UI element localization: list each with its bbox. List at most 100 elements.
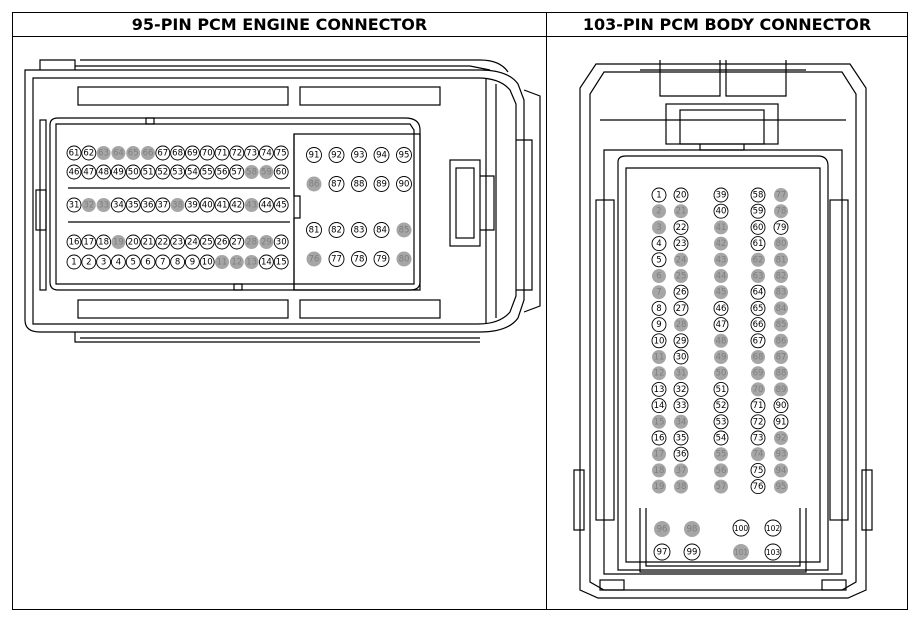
pin-55-marker	[714, 447, 728, 462]
pin-94: 94	[774, 463, 788, 478]
pin-66: 66	[141, 146, 155, 160]
pin-45-label: 45	[276, 201, 287, 211]
pin-26-label: 26	[217, 238, 228, 248]
pin-41-marker	[214, 197, 230, 213]
pin-91-label: 91	[776, 417, 787, 427]
pin-69-marker	[751, 366, 765, 381]
pin-32-label: 32	[83, 201, 94, 211]
pin-6-marker	[140, 254, 156, 270]
pin-60: 60	[750, 219, 766, 235]
pin-51-label: 51	[716, 385, 727, 395]
pin-7-marker	[155, 254, 171, 270]
pin-59-marker	[259, 165, 274, 179]
pin-41-marker	[714, 220, 728, 235]
pin-101: 101	[733, 544, 749, 560]
pin-18: 18	[96, 234, 112, 250]
pin-89-label: 89	[776, 385, 787, 395]
pin-8-label: 8	[175, 258, 180, 268]
pin-41: 41	[714, 220, 728, 235]
pin-98-label: 98	[687, 525, 698, 535]
pin-47: 47	[81, 164, 97, 180]
pin-67-label: 67	[157, 149, 168, 159]
pin-89-label: 89	[376, 180, 387, 190]
pin-65-label: 65	[128, 149, 139, 159]
pin-71-marker	[214, 145, 230, 161]
pin-84: 84	[774, 301, 788, 316]
pin-6-marker	[652, 269, 666, 283]
pin-27-label: 27	[231, 238, 242, 248]
pin-2-marker	[652, 204, 666, 219]
pin-46-label: 46	[69, 168, 80, 178]
pin-85-label: 85	[399, 226, 410, 236]
pin-67: 67	[155, 145, 171, 161]
pin-91-marker	[773, 414, 789, 430]
pin-37-label: 37	[157, 201, 168, 211]
pin-55: 55	[199, 164, 215, 180]
pin-96-label: 96	[657, 525, 668, 535]
pin-80: 80	[774, 236, 788, 251]
pin-92-label: 92	[776, 434, 787, 444]
pin-56-label: 56	[217, 168, 228, 178]
pin-52-label: 52	[716, 401, 727, 411]
pin-84-label: 84	[376, 226, 387, 236]
pin-99: 99	[683, 543, 701, 561]
pin-52: 52	[155, 164, 171, 180]
pin-85-marker	[396, 222, 412, 238]
pin-19-marker	[111, 235, 126, 249]
pin-16-marker	[66, 234, 82, 250]
pin-69-label: 69	[187, 149, 198, 159]
pin-38: 38	[170, 198, 185, 212]
pin-43-marker	[714, 252, 728, 267]
pin-83-label: 83	[354, 226, 365, 236]
pin-63: 63	[751, 269, 765, 283]
pin-21: 21	[140, 234, 156, 250]
pin-50-marker	[714, 366, 728, 381]
pin-31-label: 31	[69, 201, 80, 211]
pin-26-label: 26	[676, 288, 687, 298]
pin-33-label: 33	[676, 401, 687, 411]
pin-73-marker	[750, 430, 766, 446]
pin-47-label: 47	[83, 168, 94, 178]
pin-42-marker	[714, 236, 728, 251]
pin-7-marker	[652, 285, 666, 300]
pin-40-marker	[713, 203, 729, 219]
pin-71-label: 71	[753, 401, 764, 411]
pin-30: 30	[673, 349, 689, 365]
pin-21: 21	[674, 204, 688, 219]
pin-86-marker	[306, 176, 322, 192]
pin-95-marker	[396, 147, 412, 163]
pin-82: 82	[774, 269, 788, 283]
pin-33: 33	[96, 198, 111, 212]
pin-57: 57	[714, 479, 728, 494]
pin-99-label: 99	[687, 548, 698, 558]
pin-83: 83	[774, 285, 788, 300]
pin-45: 45	[273, 197, 289, 213]
pin-79-label: 79	[776, 223, 787, 233]
pin-65: 65	[750, 300, 766, 316]
pin-89: 89	[774, 382, 788, 397]
pin-86: 86	[306, 176, 322, 192]
pin-44-marker	[258, 197, 274, 213]
pin-61: 61	[750, 236, 766, 252]
pin-5-marker	[651, 252, 667, 268]
pin-41: 41	[214, 197, 230, 213]
pin-28-marker	[244, 235, 259, 249]
pin-22-label: 22	[157, 238, 168, 248]
pin-59-marker	[750, 203, 766, 219]
pin-19: 19	[111, 235, 126, 249]
pin-92: 92	[774, 431, 788, 445]
pin-75: 75	[273, 145, 289, 161]
pin-47-marker	[713, 317, 729, 333]
pin-10: 10	[651, 333, 667, 349]
pin-13-marker	[244, 255, 259, 269]
pin-14-label: 14	[261, 258, 272, 268]
pin-72-marker	[229, 145, 245, 161]
pin-4-label: 4	[656, 239, 661, 249]
pin-90-label: 90	[776, 401, 787, 411]
pin-49: 49	[714, 350, 728, 364]
pin-23-label: 23	[172, 238, 183, 248]
pin-90: 90	[773, 398, 789, 414]
pin-100-marker	[732, 519, 750, 537]
pin-23-marker	[673, 236, 689, 252]
